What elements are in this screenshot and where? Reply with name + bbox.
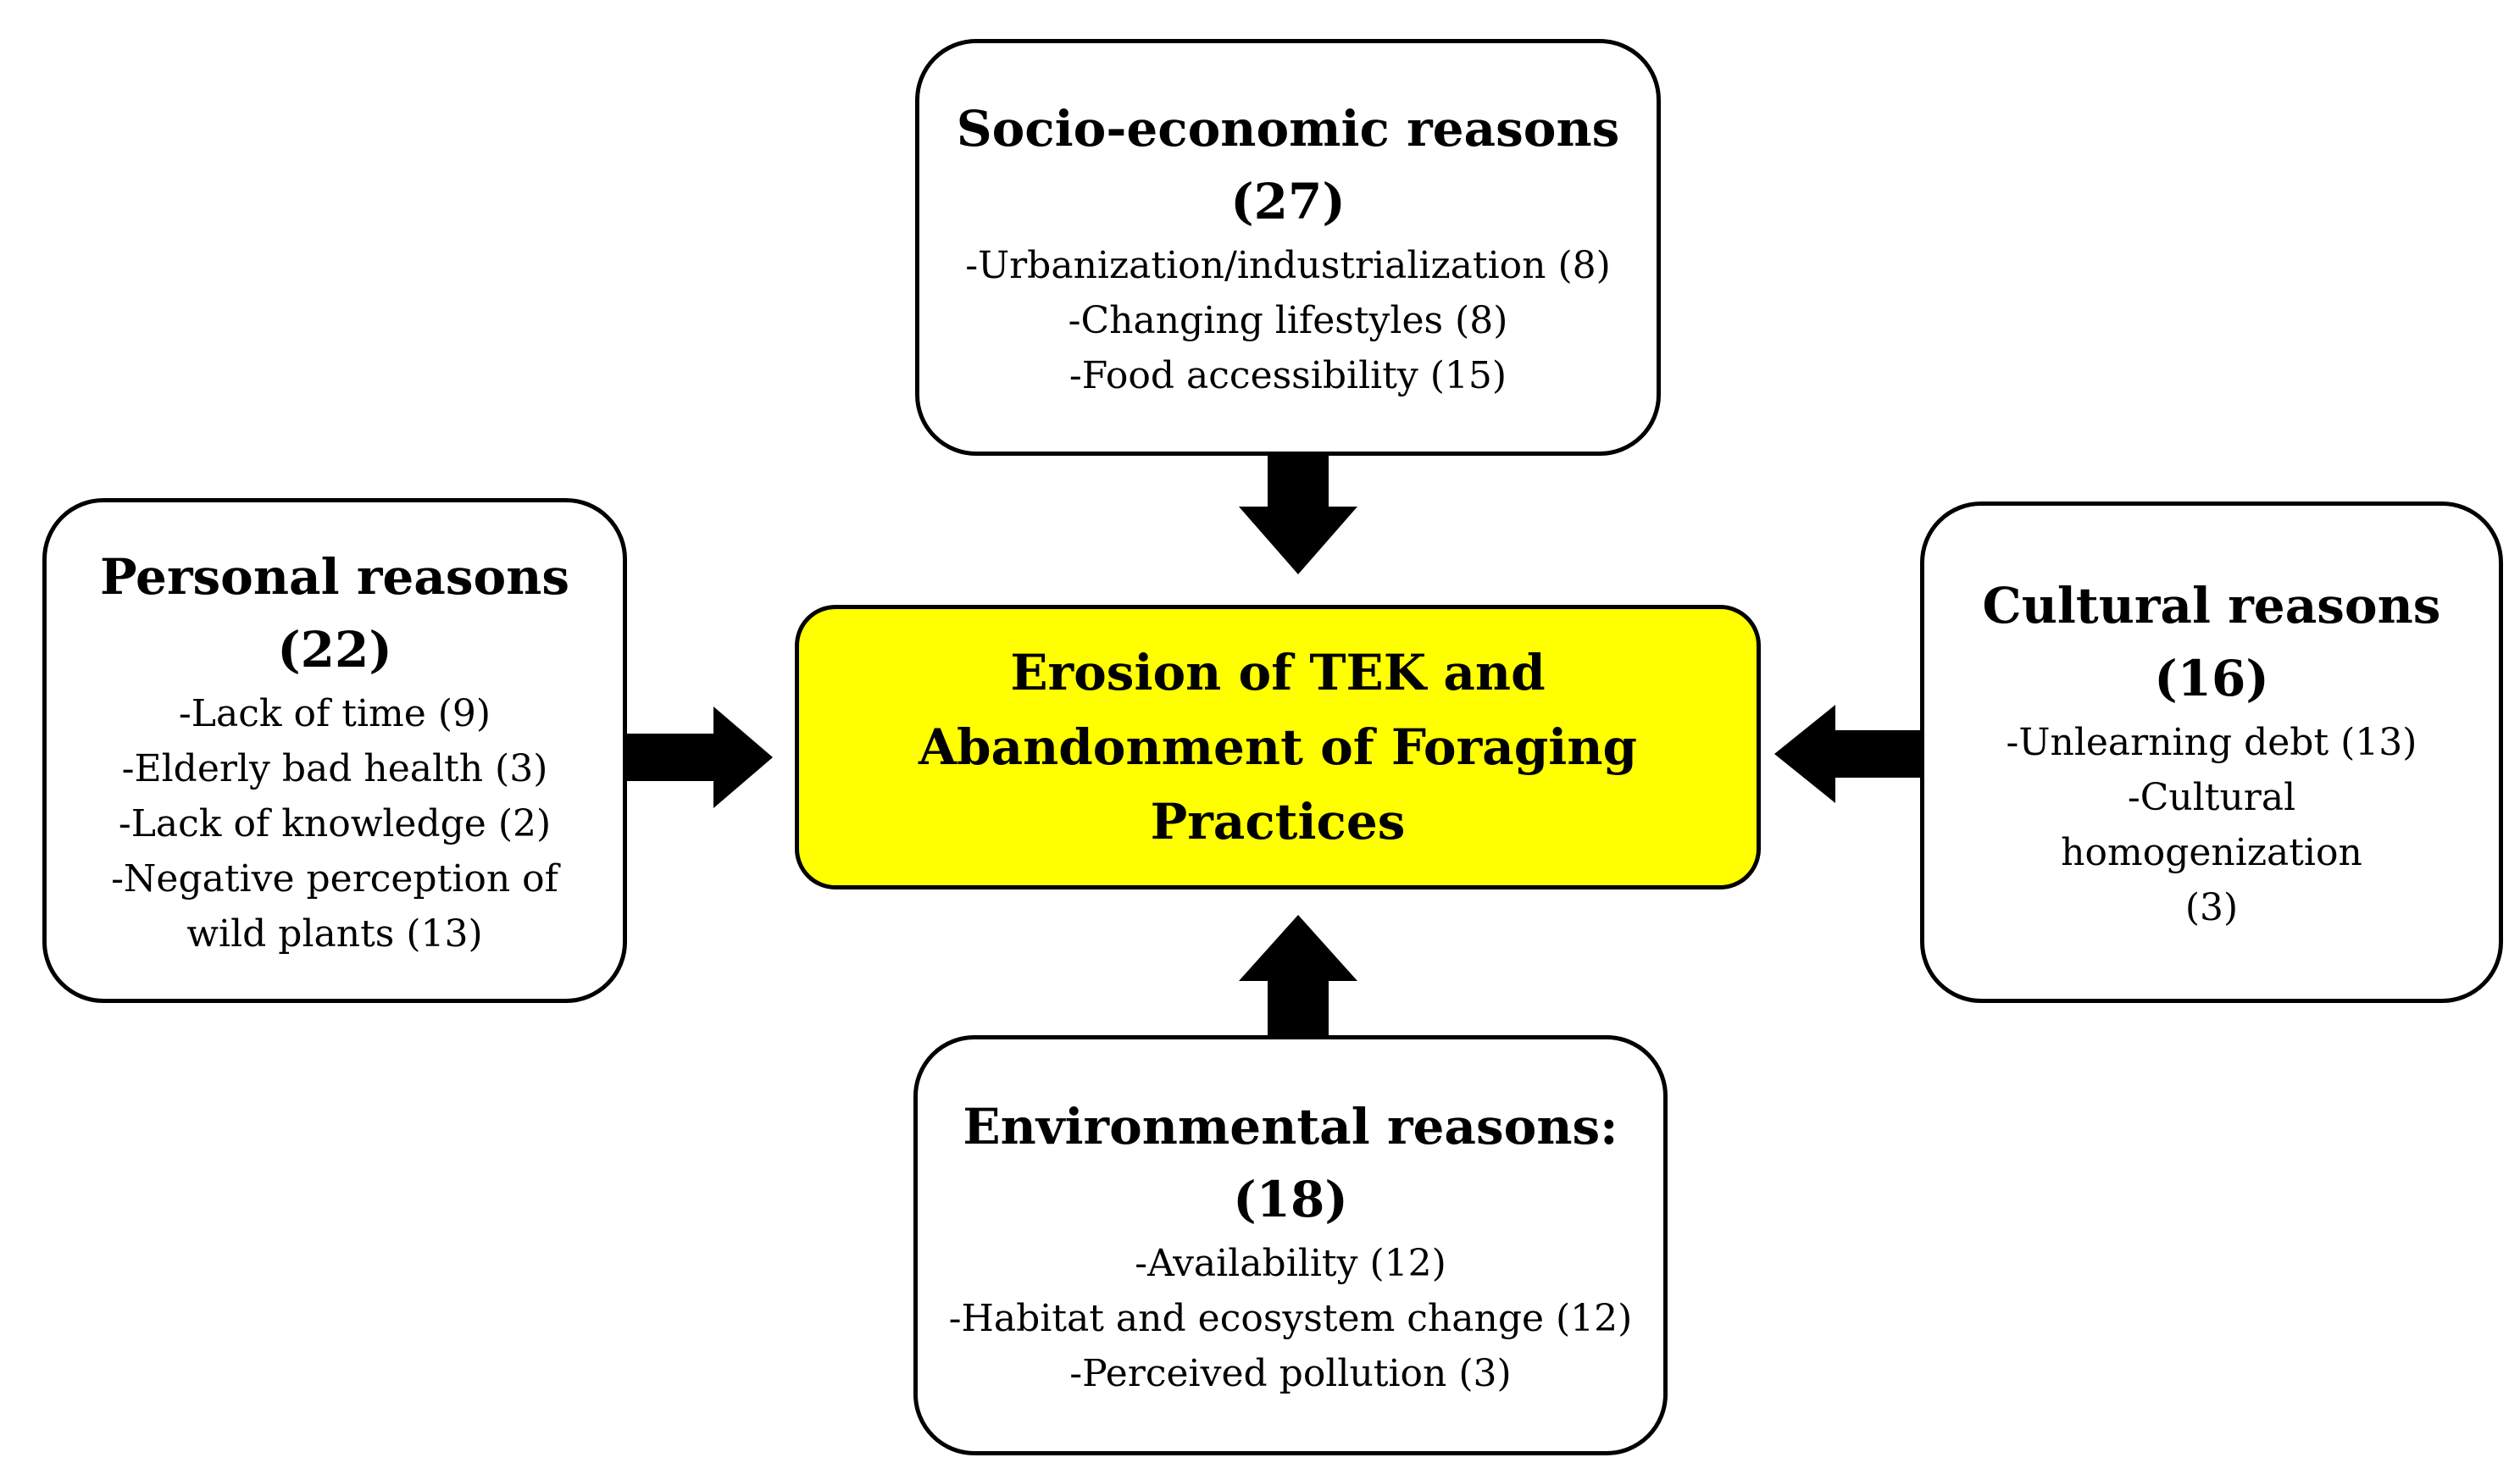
cultural-box: Cultural reasons (16) -Unlearning debt (…	[1920, 501, 2503, 1003]
list-item: -Lack of time (9)	[178, 691, 491, 735]
environmental-title: Environmental reasons:	[963, 1097, 1618, 1155]
center-box: Erosion of TEK and Abandonment of Foragi…	[795, 605, 1761, 889]
list-item: -Urbanization/industrialization (8)	[965, 243, 1611, 287]
socio-economic-items: -Urbanization/industrialization (8) -Cha…	[965, 238, 1611, 403]
cultural-items: -Unlearning debt (13) -Cultural homogeni…	[2007, 715, 2417, 935]
list-item: -Habitat and ecosystem change (12)	[948, 1296, 1633, 1340]
arrow-left-cultural	[1774, 705, 1920, 803]
list-item: homogenization	[2061, 831, 2362, 874]
personal-count: (22)	[277, 620, 392, 679]
list-item: -Cultural	[2127, 776, 2296, 819]
personal-title: Personal reasons	[99, 547, 570, 606]
arrow-up-env	[1239, 915, 1357, 1035]
list-item: -Elderly bad health (3)	[121, 746, 548, 790]
environmental-count: (18)	[1233, 1170, 1348, 1228]
arrow-right-personal	[627, 707, 773, 808]
personal-items: -Lack of time (9) -Elderly bad health (3…	[111, 686, 558, 961]
cultural-count: (16)	[2154, 650, 2269, 707]
socio-economic-box: Socio-economic reasons (27) -Urbanizatio…	[915, 39, 1661, 456]
environmental-items: -Availability (12) -Habitat and ecosyste…	[949, 1236, 1633, 1401]
environmental-box: Environmental reasons: (18) -Availabilit…	[913, 1035, 1668, 1455]
cultural-title: Cultural reasons	[1982, 577, 2441, 634]
arrow-down-socio	[1239, 456, 1357, 574]
list-item: -Food accessibility (15)	[1069, 353, 1507, 397]
socio-economic-count: (27)	[1230, 172, 1346, 230]
list-item: -Negative perception of	[111, 856, 558, 900]
list-item: (3)	[2184, 886, 2239, 929]
list-item: -Availability (12)	[1135, 1241, 1446, 1285]
center-title: Erosion of TEK and Abandonment of Foragi…	[918, 644, 1638, 851]
list-item: -Lack of knowledge (2)	[118, 801, 552, 845]
list-item: -Unlearning debt (13)	[2006, 721, 2417, 764]
socio-economic-title: Socio-economic reasons	[956, 99, 1620, 158]
list-item: wild plants (13)	[186, 912, 483, 956]
list-item: -Changing lifestyles (8)	[1068, 298, 1508, 342]
personal-box: Personal reasons (22) -Lack of time (9) …	[42, 498, 627, 1003]
list-item: -Perceived pollution (3)	[1069, 1351, 1512, 1395]
